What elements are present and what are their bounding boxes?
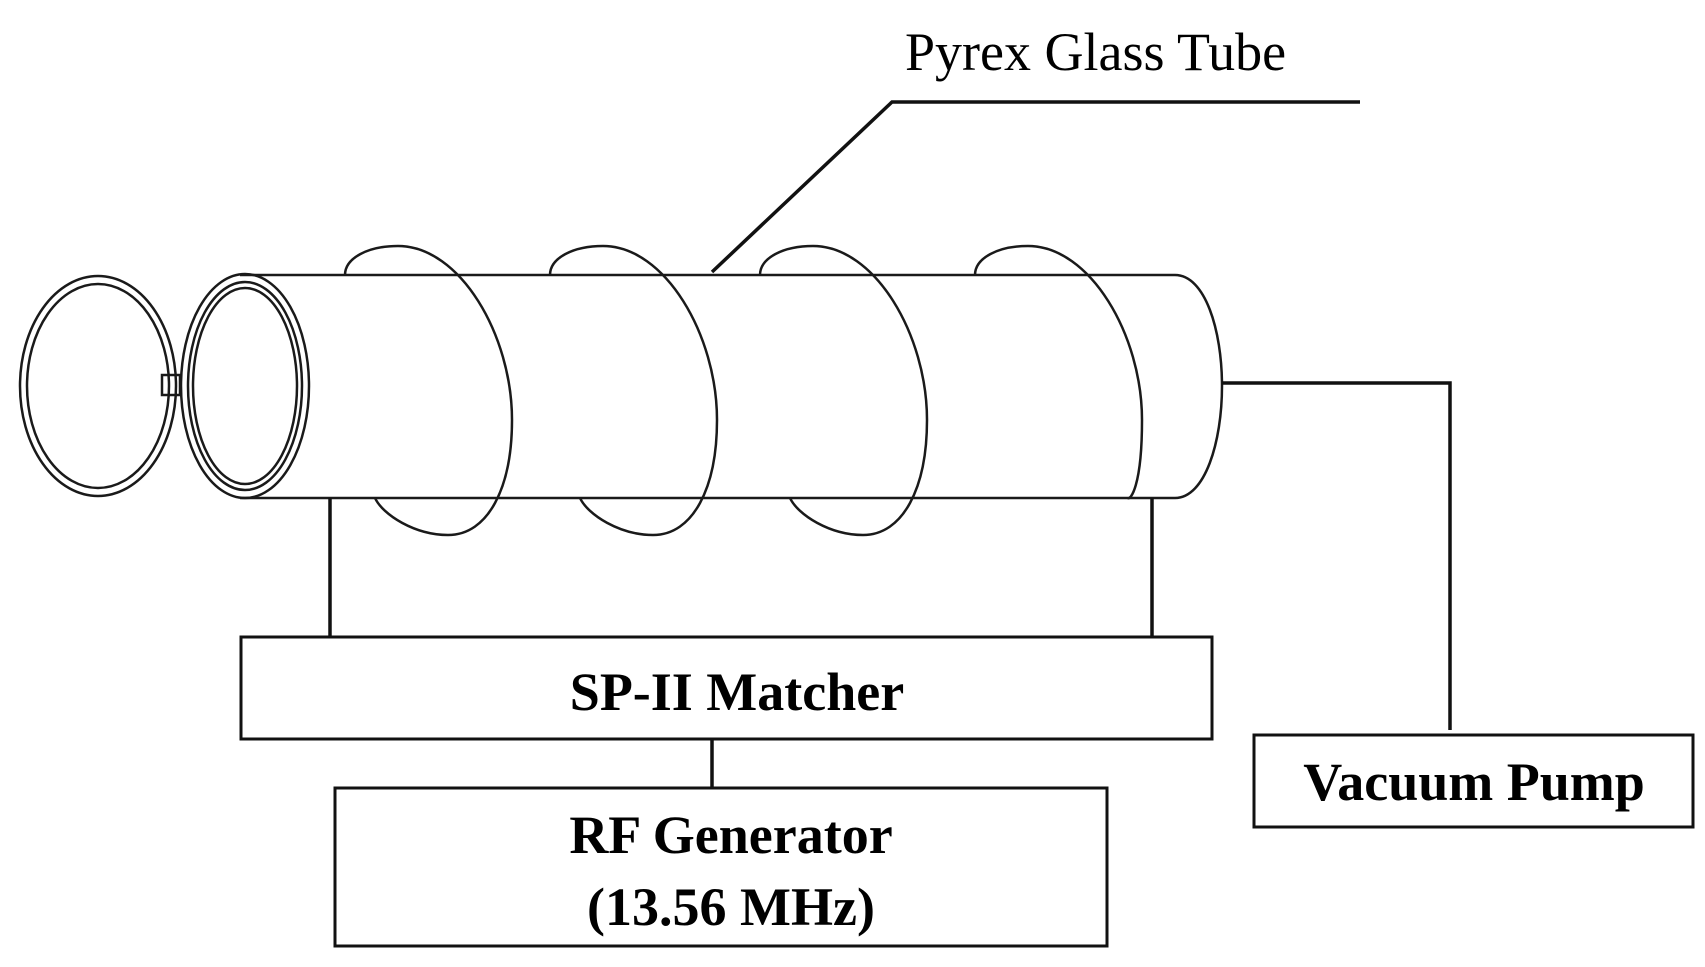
vacuum-pump-label: Vacuum Pump	[1303, 752, 1645, 812]
vacuum-pump-box	[1252, 733, 1695, 829]
end-cap	[18, 274, 178, 498]
glass-tube	[179, 272, 1224, 500]
rf-generator-box	[333, 786, 1109, 948]
rf-generator-label: RF Generator	[569, 805, 892, 865]
cap-connector	[160, 373, 182, 397]
matcher-box	[239, 635, 1214, 741]
matcher-leads	[328, 498, 1154, 637]
tube-label-leader	[710, 100, 1360, 274]
matcher-label: SP-II Matcher	[570, 662, 904, 722]
tube-label: Pyrex Glass Tube	[905, 22, 1286, 82]
rf-coil	[343, 244, 1144, 537]
rf-frequency-label: (13.56 MHz)	[587, 877, 875, 937]
vacuum-pump-line	[1222, 381, 1452, 730]
